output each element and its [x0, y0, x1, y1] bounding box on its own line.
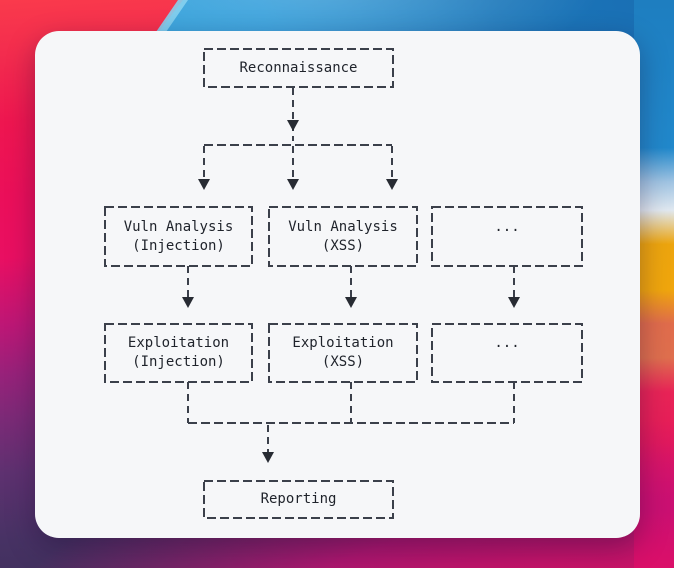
node-label-line1: Vuln Analysis — [288, 218, 398, 235]
node-exploitation-injection: Exploitation (Injection) — [105, 324, 252, 382]
node-exploitation-more: ... — [432, 324, 582, 382]
node-label-line2: (XSS) — [321, 354, 365, 370]
diagram-card — [35, 31, 640, 538]
node-reconnaissance: Reconnaissance — [204, 49, 393, 87]
node-label: Reconnaissance — [239, 59, 358, 76]
node-label-line2: (Injection) — [132, 237, 225, 254]
node-label-line1: ... — [494, 335, 520, 351]
node-label-line1: Exploitation — [292, 335, 394, 351]
node-vuln-analysis-more: ... — [432, 207, 582, 266]
node-label: Reporting — [260, 491, 337, 507]
node-vuln-analysis-xss: Vuln Analysis (XSS) — [269, 207, 417, 266]
node-exploitation-xss: Exploitation (XSS) — [269, 324, 417, 382]
node-vuln-analysis-injection: Vuln Analysis (Injection) — [105, 207, 252, 266]
node-reporting: Reporting — [204, 481, 393, 518]
node-label-line1: Exploitation — [127, 335, 230, 351]
node-label-line1: Vuln Analysis — [123, 218, 234, 235]
node-label-line2: (XSS) — [321, 237, 365, 254]
node-label-line1: ... — [494, 218, 520, 235]
node-label-line2: (Injection) — [132, 354, 225, 370]
